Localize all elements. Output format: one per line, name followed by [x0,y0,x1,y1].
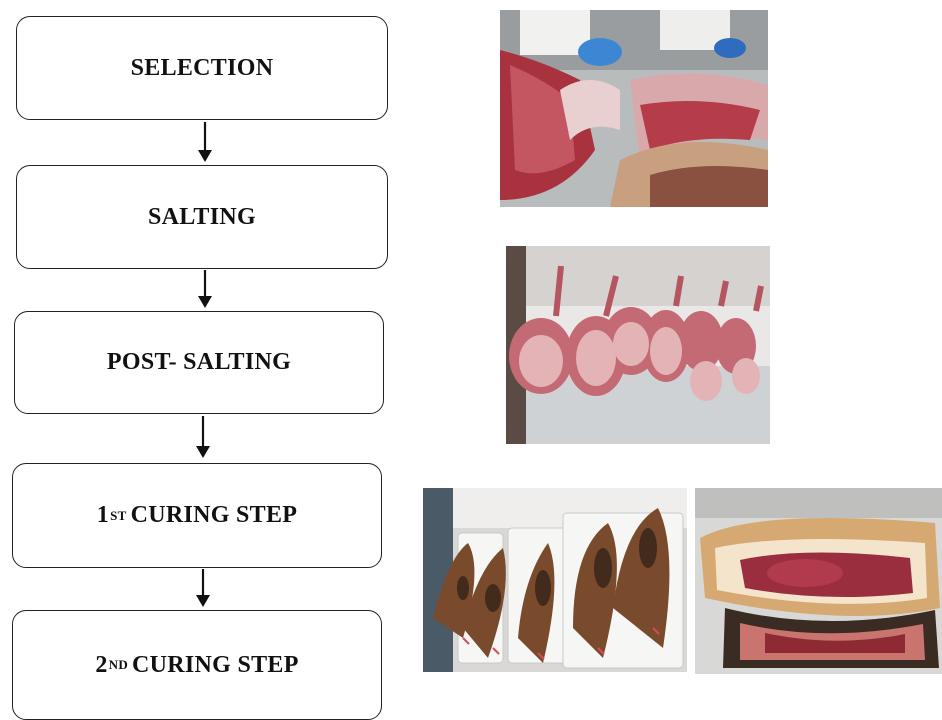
step-first-curing-ordinal: ST [110,508,127,524]
step-salting: SALTING [16,165,388,269]
arrow-down-icon [193,569,213,609]
step-first-curing-label: CURING STEP [131,502,298,529]
arrow-down-icon [195,122,215,164]
step-first-curing-number: 1 [97,502,109,529]
step-post-salting: POST- SALTING [14,311,384,414]
step-second-curing-ordinal: ND [109,657,128,673]
first-curing-photo [423,488,687,672]
selection-photo [500,10,768,207]
step-second-curing-label: CURING STEP [132,652,299,679]
salting-photo [506,246,770,444]
arrow-down-icon [195,270,215,310]
step-second-curing-number: 2 [95,652,107,679]
second-curing-photo [695,488,942,674]
step-post-salting-label: POST- SALTING [107,349,291,376]
step-salting-label: SALTING [148,204,256,231]
arrow-down-icon [193,416,213,460]
step-selection: SELECTION [16,16,388,120]
step-selection-label: SELECTION [131,55,274,82]
